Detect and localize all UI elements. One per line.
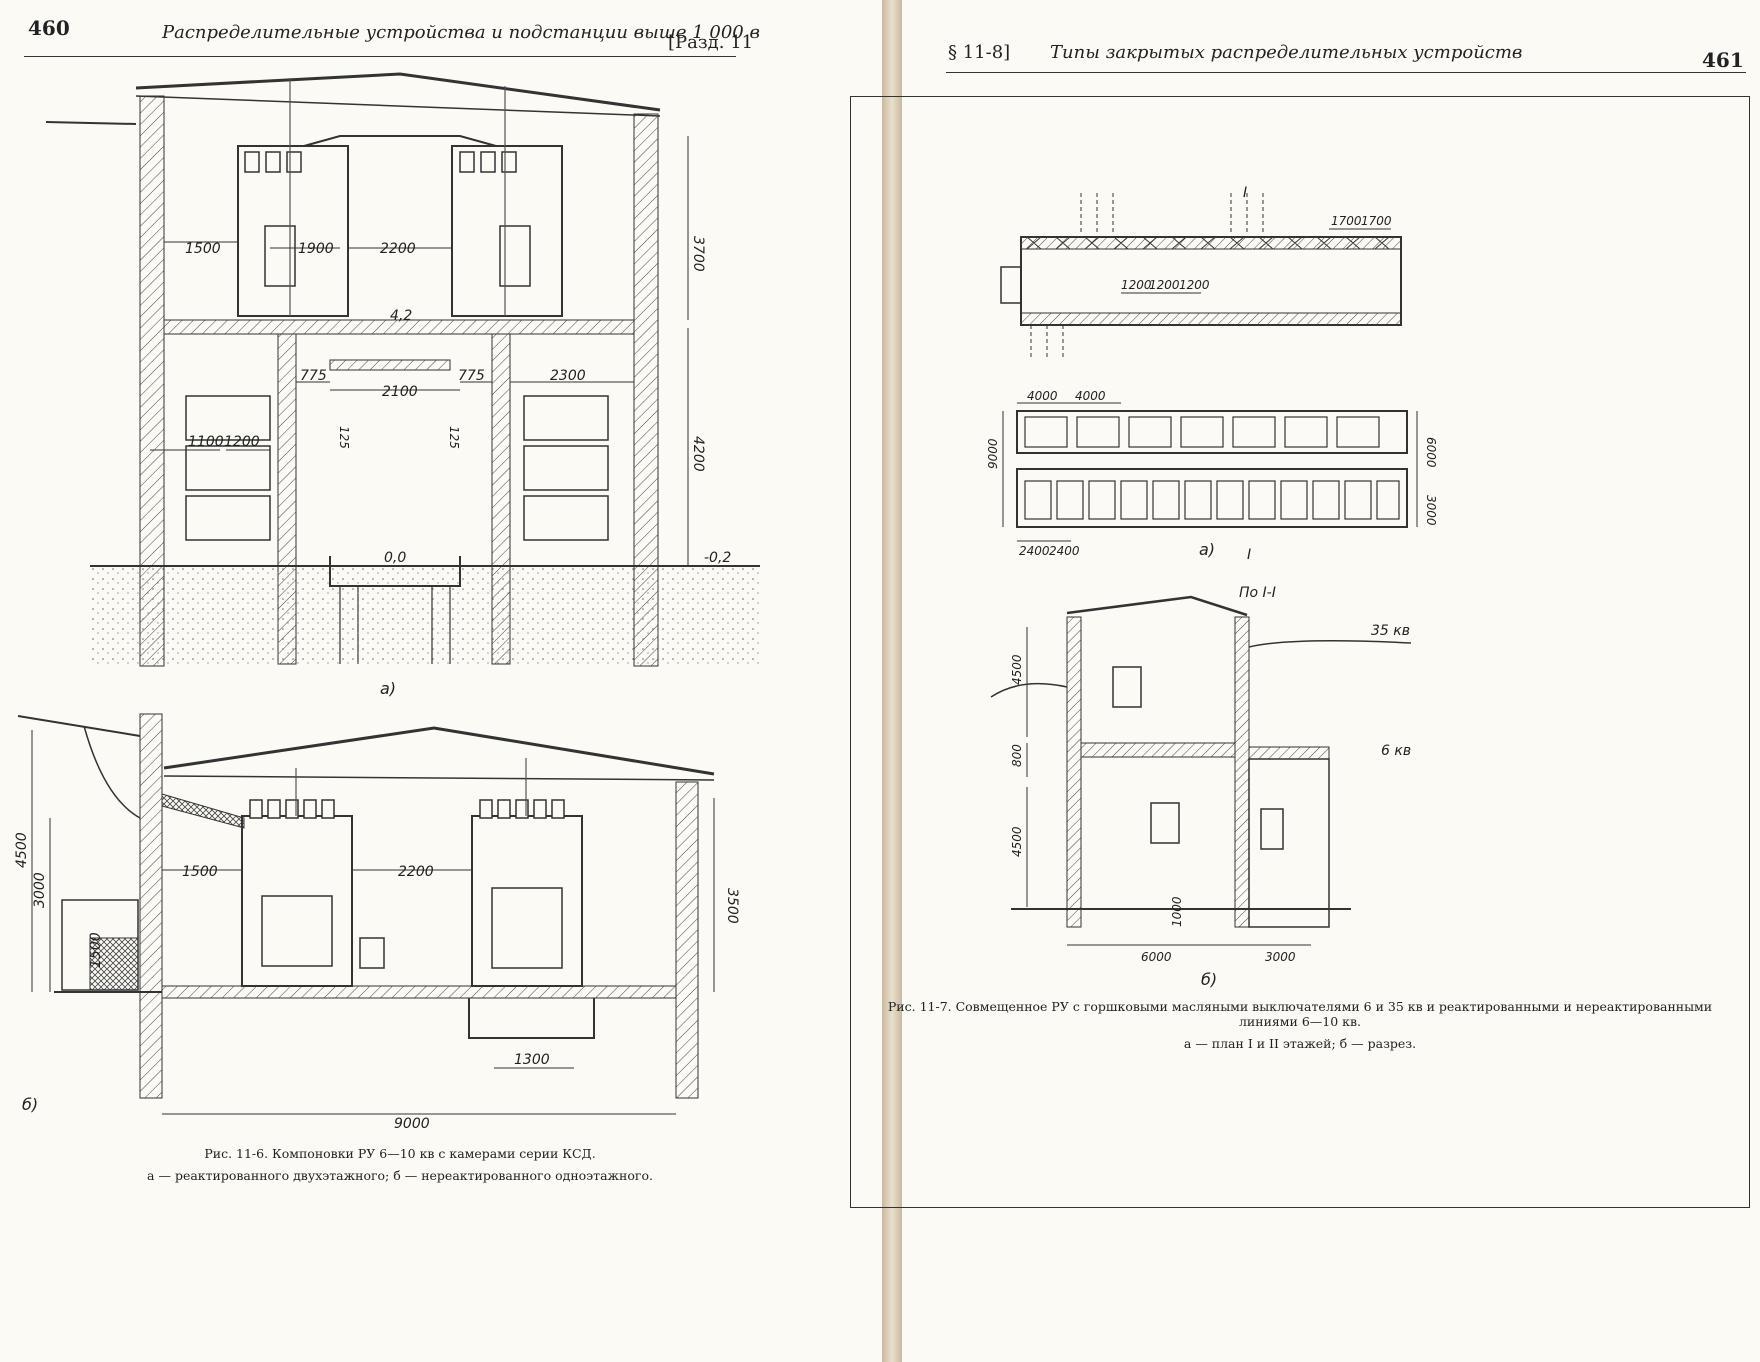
dim-a-4200: 4200 <box>690 436 706 472</box>
dim-sec-1000: 1000 <box>1170 896 1184 927</box>
dim-plan-4000-b: 4000 <box>1075 389 1106 403</box>
section-title-i-i: По I-I <box>1239 585 1276 601</box>
dim-a-1500: 1500 <box>185 241 221 257</box>
dim-a-1100: 1100 <box>188 434 224 450</box>
figure-11-6b-drawing: 1500 2200 4500 3000 1500 3500 1300 9000 … <box>14 713 740 1132</box>
header-rule-right <box>946 72 1746 73</box>
voltage-35kv: 35 кв <box>1371 623 1410 639</box>
dim-a-125-right: 125 <box>447 426 461 449</box>
dim-b-1500: 1500 <box>182 864 218 880</box>
section-ref-right: § 11-8] <box>948 42 1011 63</box>
figure-11-7-drawing: 1700 1700 1200 1200 1200 I <box>986 185 1438 989</box>
caption-fig-11-6: Рис. 11-6. Компоновки РУ 6—10 кв с камер… <box>90 1146 710 1183</box>
caption-legend-fig-11-7: а — план I и II этажей; б — разрез. <box>1183 1036 1417 1051</box>
header-rule-left <box>24 56 736 57</box>
dim-a-775-left: 775 <box>300 368 327 384</box>
dim-a-elev-0-0: 0,0 <box>384 550 406 566</box>
dim-b-4500: 4500 <box>14 832 30 868</box>
dim-b-3500: 3500 <box>724 888 740 924</box>
dim-a-elev-minus-0-2: -0,2 <box>704 550 731 566</box>
dim-plan-1700-a: 1700 <box>1331 214 1362 228</box>
figure-b-label-right: б) <box>1201 970 1217 989</box>
left-page: 460 Распределительные устройства и подст… <box>14 16 760 1183</box>
dim-sec-4500-bottom: 4500 <box>1010 826 1024 857</box>
figure-a-label-left: а) <box>380 679 396 698</box>
dim-plan-1700-b: 1700 <box>1361 214 1392 228</box>
dim-plan-2400-b: 2400 <box>1049 544 1080 558</box>
dim-plan-2400-a: 2400 <box>1019 544 1050 558</box>
caption-fig-11-7: Рис. 11-7. Совмещенное РУ с горшковыми м… <box>861 999 1739 1051</box>
dim-b-2200: 2200 <box>398 864 434 880</box>
dim-b-1300: 1300 <box>514 1052 550 1068</box>
dim-plan-3000: 3000 <box>1424 495 1438 526</box>
dim-a-1900: 1900 <box>298 241 334 257</box>
running-title-right: Типы закрытых распределительных устройст… <box>1050 42 1523 63</box>
figure-a-label-right: а) <box>1199 540 1215 559</box>
dim-b-3000: 3000 <box>32 872 48 908</box>
voltage-6kv: 6 кв <box>1381 743 1411 759</box>
dim-a-125-left: 125 <box>337 426 351 449</box>
dim-sec-6000: 6000 <box>1141 950 1172 964</box>
figure-11-7-frame: 1700 1700 1200 1200 1200 I <box>850 96 1750 1208</box>
figure-11-6a-drawing: 1500 1900 2200 3700 4,2 775 2100 775 230… <box>45 72 760 698</box>
section-marker-bottom: I <box>1247 547 1251 563</box>
dim-sec-4500-top: 4500 <box>1010 654 1024 685</box>
right-page: § 11-8] Типы закрытых распределительных … <box>850 0 1760 1362</box>
page-number-left: 460 <box>28 16 70 40</box>
dim-a-1200: 1200 <box>224 434 260 450</box>
page-number-right: 461 <box>1702 48 1744 72</box>
dim-plan-9000: 9000 <box>986 438 1000 469</box>
dim-sec-3000: 3000 <box>1265 950 1296 964</box>
dim-a-2300: 2300 <box>550 368 586 384</box>
dim-plan-1200-c: 1200 <box>1179 278 1210 292</box>
dim-b-1500-vert: 1500 <box>88 932 104 968</box>
caption-legend-fig-11-6: а — реактированного двухэтажного; б — не… <box>147 1168 653 1183</box>
dim-plan-6000: 6000 <box>1424 437 1438 468</box>
caption-title-fig-11-6: Рис. 11-6. Компоновки РУ 6—10 кв с камер… <box>204 1146 596 1161</box>
section-marker-top: I <box>1243 185 1247 201</box>
dim-plan-1200-a: 1200 <box>1121 278 1152 292</box>
figure-b-label-left: б) <box>22 1095 38 1114</box>
caption-title-fig-11-7: Рис. 11-7. Совмещенное РУ с горшковыми м… <box>887 999 1713 1029</box>
dim-plan-4000-a: 4000 <box>1027 389 1058 403</box>
dim-a-3700: 3700 <box>690 236 706 272</box>
dim-plan-1200-b: 1200 <box>1149 278 1180 292</box>
dim-sec-800: 800 <box>1010 744 1024 767</box>
running-title-left: Распределительные устройства и подстанци… <box>162 22 760 43</box>
dim-b-9000: 9000 <box>394 1116 430 1132</box>
dim-a-775-right: 775 <box>458 368 485 384</box>
book-gutter <box>882 0 902 1362</box>
section-ref-left: [Разд. 11 <box>668 32 754 53</box>
dim-a-elev-4-2: 4,2 <box>390 308 412 324</box>
dim-a-2200: 2200 <box>380 241 416 257</box>
dim-a-2100: 2100 <box>382 384 418 400</box>
